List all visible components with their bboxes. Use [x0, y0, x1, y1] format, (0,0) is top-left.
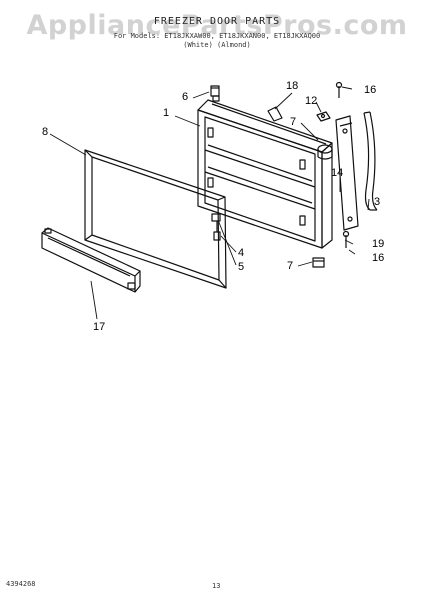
hinge-cover [267, 106, 283, 122]
door-bin [41, 227, 141, 293]
callout-19: 19 [372, 238, 385, 250]
watermark: AppliancePartsPros.com [26, 10, 408, 41]
leader-lines [49, 86, 370, 320]
door-stop [210, 85, 220, 97]
callout-5: 5 [238, 261, 245, 273]
door-cap [317, 144, 333, 160]
callout-8: 8 [42, 126, 49, 138]
screw-bottom [342, 230, 350, 248]
handle-mount [335, 115, 359, 231]
screw-top [335, 81, 343, 98]
callout-12: 12 [305, 95, 318, 107]
door-handle [363, 111, 378, 211]
models-line: For Models: ET18JKXAW00, ET18JKXAN00, ET… [113, 32, 321, 40]
callout-18: 18 [286, 80, 299, 92]
callout-7-bottom: 7 [287, 260, 294, 272]
callout-3: 3 [374, 196, 381, 208]
page-number: 13 [212, 582, 221, 590]
callout-4: 4 [238, 247, 245, 259]
callout-6: 6 [182, 91, 189, 103]
hinge-bushing [211, 213, 221, 241]
doc-number: 4394268 [6, 580, 36, 588]
callout-1: 1 [163, 107, 170, 119]
diagram-title: FREEZER DOOR PARTS [153, 16, 281, 27]
callout-14: 14 [331, 167, 344, 179]
color-line: (White) (Almond) [183, 41, 251, 49]
door-assembly [197, 95, 333, 249]
callout-16-top: 16 [364, 84, 377, 96]
door-gasket [84, 149, 227, 289]
callout-16-bottom: 16 [372, 252, 385, 264]
callout-17: 17 [93, 321, 106, 333]
door-bumper [312, 257, 325, 268]
callout-7-top: 7 [290, 116, 297, 128]
handle-bracket-top [316, 111, 331, 122]
